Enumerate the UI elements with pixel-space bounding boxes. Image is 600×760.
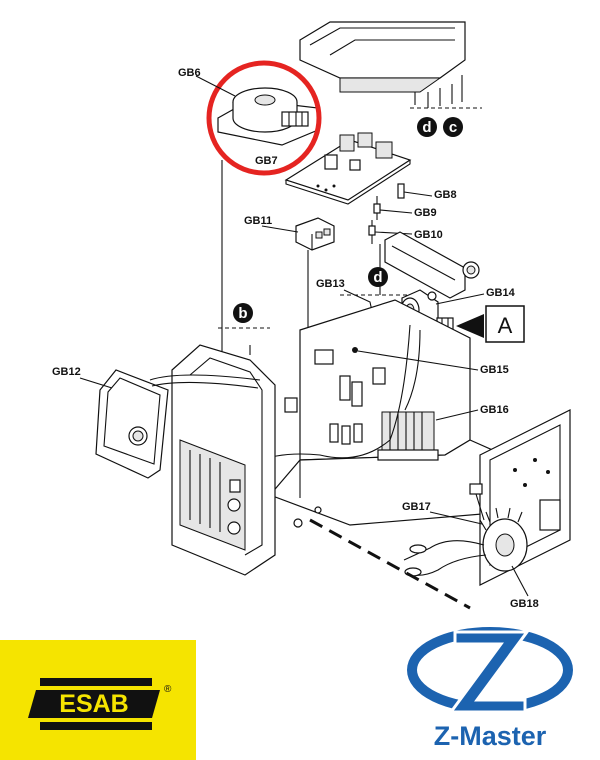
marker-c-label: c — [449, 119, 457, 136]
gb11-connector-block — [295, 217, 335, 251]
gb17-gb18-toroid-assembly — [403, 483, 528, 577]
gb12-front-control-panel — [95, 369, 261, 479]
gb17-label: GB17 — [402, 501, 431, 513]
gb8-component — [397, 183, 405, 199]
gb9-component — [373, 196, 381, 220]
zmaster-logo-text: Z-Master — [434, 721, 547, 751]
gb6-label: GB6 — [178, 67, 201, 79]
esab-logo: ESAB ® — [0, 640, 196, 760]
front-panel-frame — [171, 344, 276, 576]
gb7-label: GB7 — [255, 155, 278, 167]
gb9-label: GB9 — [414, 207, 437, 219]
gb16-label: GB16 — [480, 404, 509, 416]
gb14-label: GB14 — [486, 287, 516, 299]
gb10-label: GB10 — [414, 229, 443, 241]
marker-b-label: b — [238, 305, 247, 322]
callout-a-label: A — [498, 313, 513, 338]
marker-d-top: d — [417, 117, 437, 137]
marker-b: b — [233, 303, 253, 323]
gb6-toroid-transformer — [217, 87, 319, 146]
marker-d-lower-label: d — [373, 269, 382, 286]
marker-c: c — [443, 117, 463, 137]
esab-logo-text: ESAB — [59, 690, 128, 718]
gb10-component — [368, 220, 376, 244]
gb11-label: GB11 — [244, 215, 272, 227]
gb15-label: GB15 — [480, 364, 509, 376]
gb18-label: GB18 — [510, 598, 539, 610]
zmaster-logo: Z-Master — [407, 627, 573, 751]
top-housing-part — [299, 21, 482, 109]
marker-d-lower: d — [368, 267, 388, 287]
gb16-transformer — [377, 411, 439, 461]
gb13-label: GB13 — [316, 278, 345, 290]
marker-d-top-label: d — [422, 119, 431, 136]
gb8-label: GB8 — [434, 189, 457, 201]
esab-registered-mark: ® — [164, 684, 172, 695]
callout-box-a: A — [456, 305, 525, 343]
gb6-highlight-circle — [206, 60, 322, 176]
gb7-control-board — [284, 132, 412, 205]
gb12-label: GB12 — [52, 366, 81, 378]
knob-part — [462, 261, 480, 279]
